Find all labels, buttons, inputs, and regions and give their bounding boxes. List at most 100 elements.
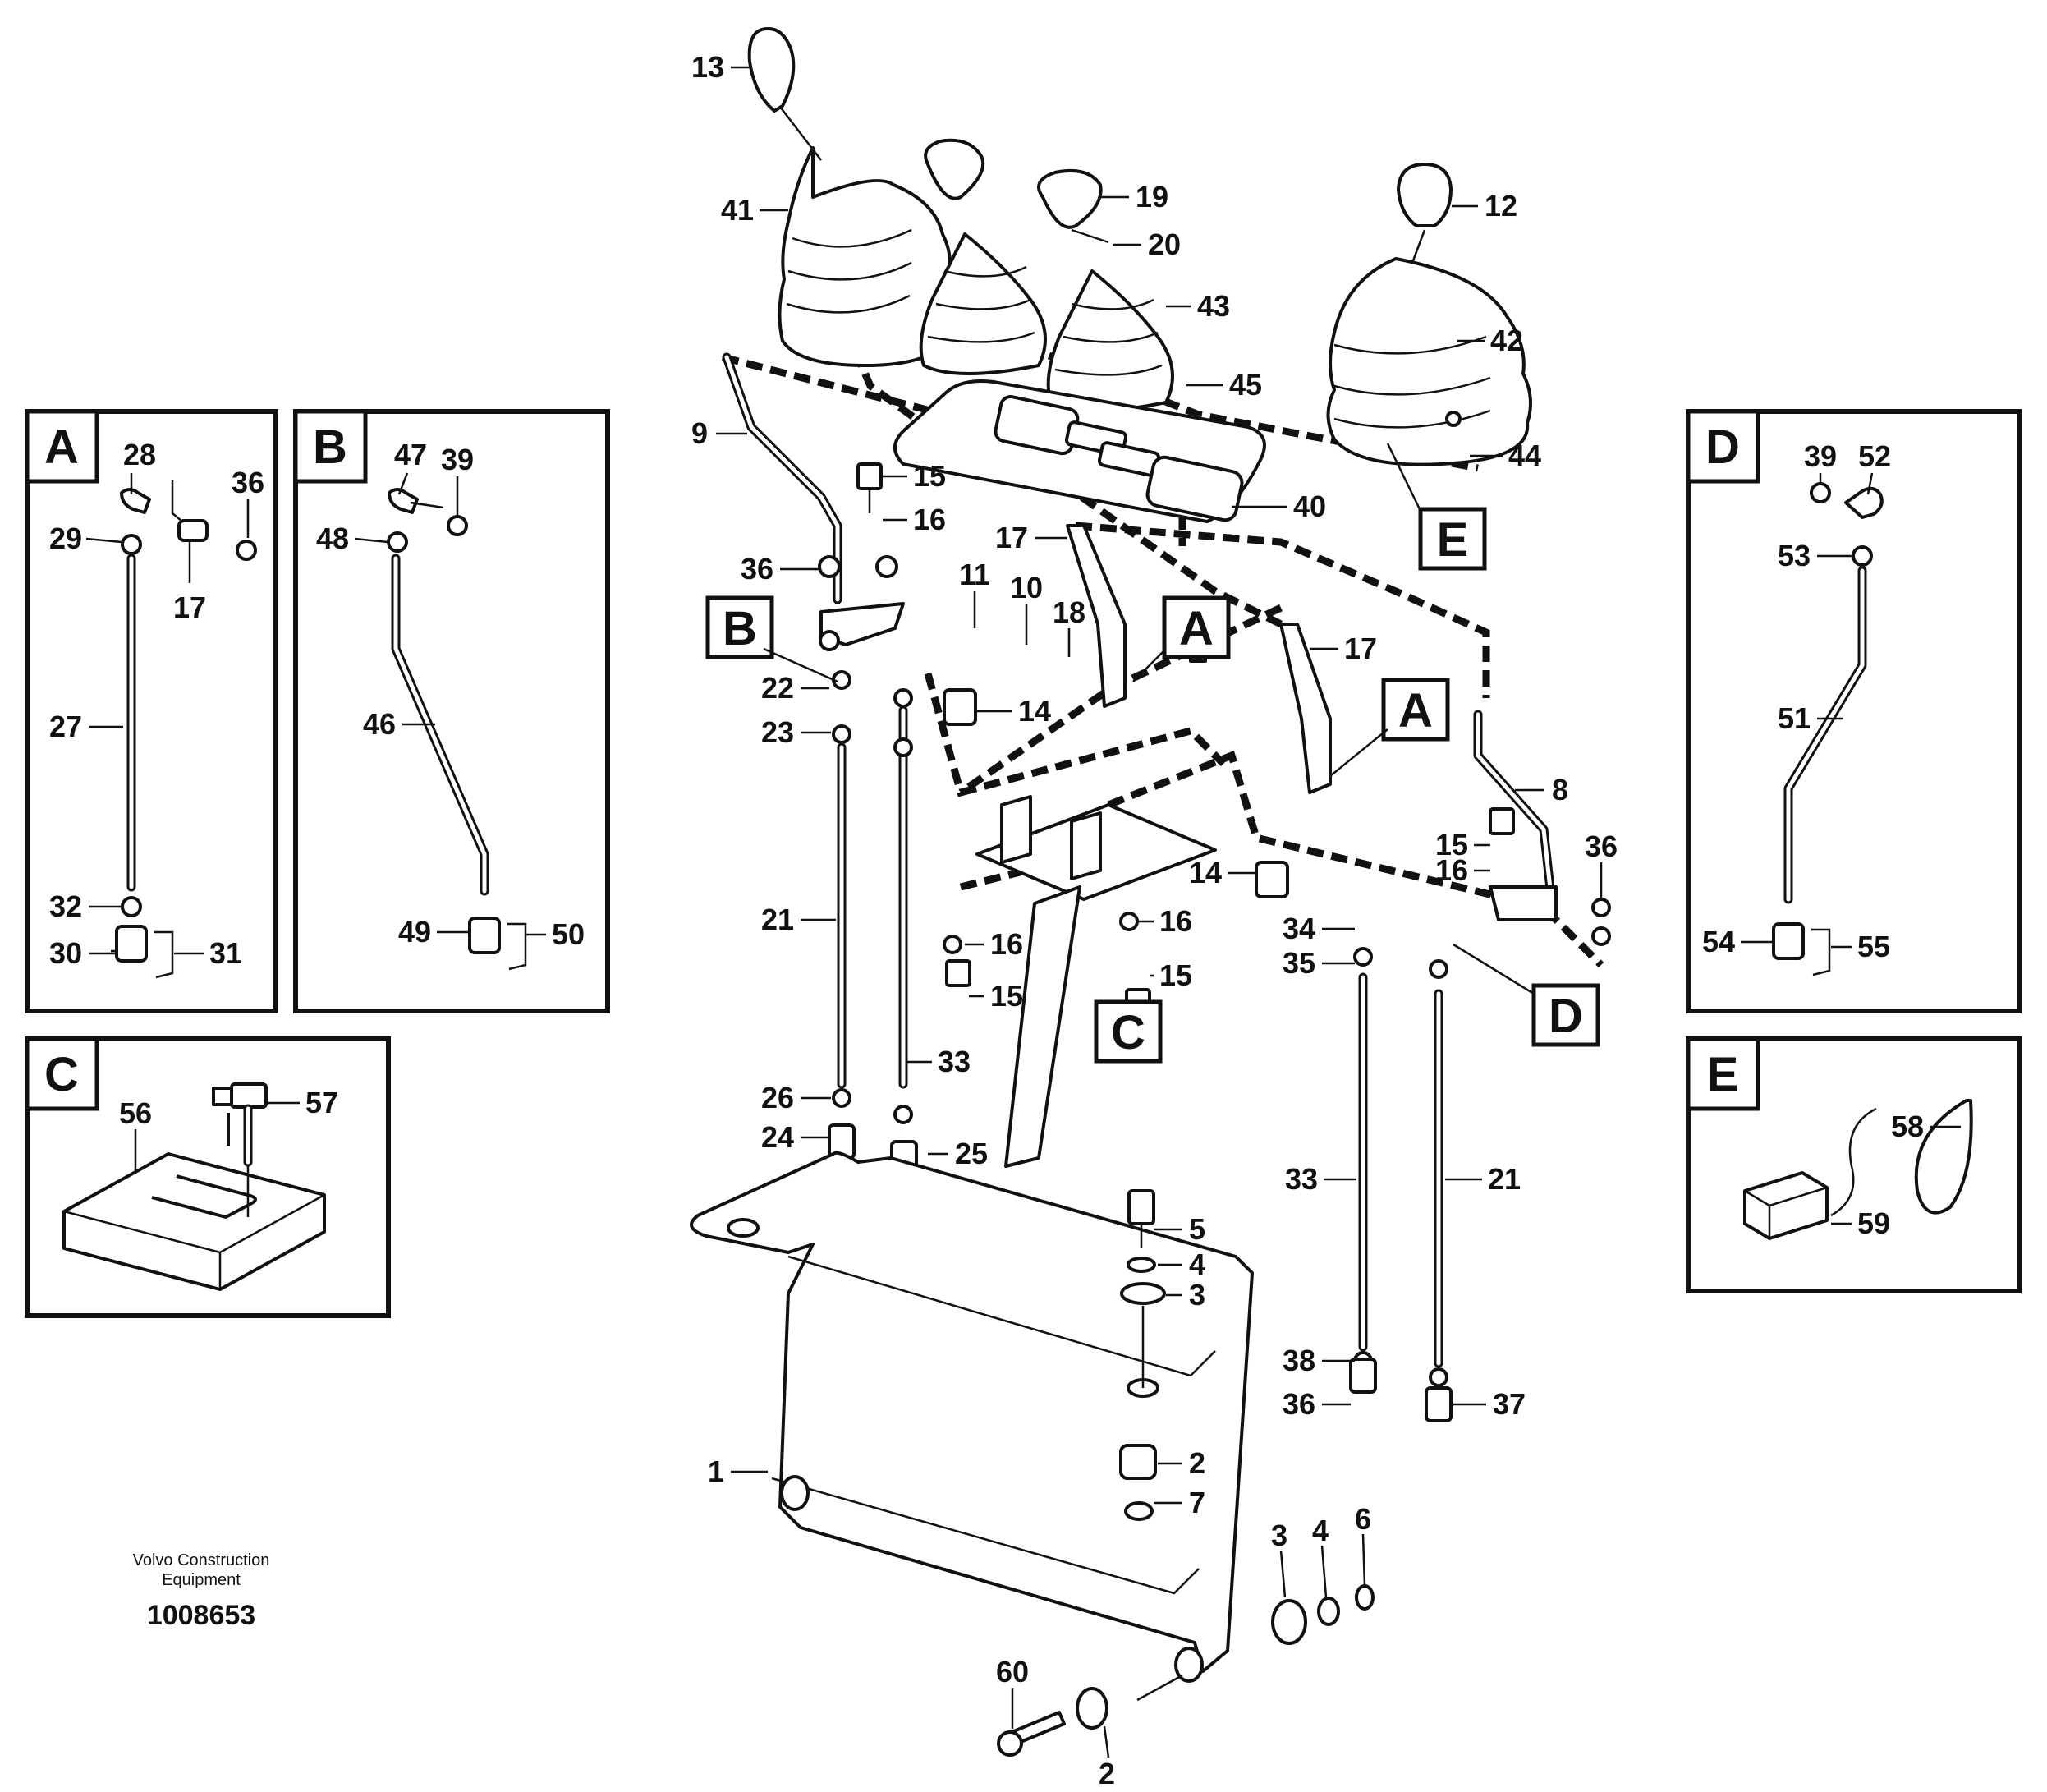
callout-20: 20: [1148, 227, 1181, 261]
inset-e: E: [1686, 1036, 2022, 1293]
ref-d-letter: D: [1549, 990, 1583, 1043]
label-d54: 54: [1702, 925, 1735, 958]
callout-36c: 36: [1283, 1387, 1315, 1421]
callout-2a: 2: [1189, 1446, 1205, 1480]
callout-21b: 21: [1488, 1162, 1521, 1196]
label-a28: 28: [123, 438, 156, 471]
knob-19: [1037, 168, 1109, 244]
label-b47: 47: [394, 438, 427, 471]
callout-36b: 36: [1585, 829, 1618, 863]
callout-44: 44: [1508, 439, 1541, 472]
callouts: 13 41 19 20 12 43 42 45 44 40 9 15 16 36…: [691, 50, 1618, 1790]
leader-b47: [397, 472, 409, 495]
cover-plate-40: [893, 379, 1266, 523]
ref-a2-letter: A: [1398, 684, 1433, 737]
label-a31: 31: [209, 936, 242, 970]
callout-24: 24: [761, 1120, 794, 1154]
callout-45: 45: [1229, 368, 1262, 402]
label-c57: 57: [305, 1086, 338, 1119]
label-d52: 52: [1858, 439, 1891, 473]
label-c56: 56: [119, 1096, 152, 1130]
lever-17-left: [1066, 524, 1127, 708]
callout-26: 26: [761, 1081, 794, 1114]
label-a17: 17: [173, 590, 206, 624]
ref-a1-letter: A: [1179, 602, 1214, 655]
label-b49: 49: [398, 915, 431, 949]
callout-4b: 4: [1312, 1514, 1329, 1547]
leader-b48: [354, 537, 388, 544]
callout-2b: 2: [1099, 1757, 1115, 1790]
callout-15b: 15: [1435, 828, 1468, 862]
ref-tag-d: D: [1453, 943, 1600, 1047]
callout-41: 41: [721, 193, 754, 227]
ref-tag-e: E: [1386, 443, 1487, 571]
callout-4a: 4: [1189, 1248, 1205, 1281]
callout-17b: 17: [1344, 632, 1377, 665]
ref-b-letter: B: [723, 602, 757, 655]
inset-d: D: [1686, 409, 2022, 1013]
callout-38: 38: [1283, 1344, 1315, 1377]
label-b48: 48: [316, 522, 349, 555]
callout-23: 23: [761, 715, 794, 749]
lever-9: [722, 352, 905, 651]
label-d55: 55: [1857, 930, 1890, 963]
callout-42: 42: [1490, 324, 1523, 357]
callout-8: 8: [1552, 773, 1568, 806]
boot-41: [778, 146, 956, 367]
rods-right: [1349, 947, 1453, 1422]
callout-19: 19: [1136, 180, 1168, 214]
label-e58: 58: [1891, 1110, 1924, 1143]
callout-21a: 21: [761, 903, 794, 936]
label-e59: 59: [1857, 1206, 1890, 1240]
callout-15c: 15: [990, 979, 1023, 1013]
base-plate-1: [690, 1151, 1254, 1683]
lever-8: [1473, 710, 1558, 921]
callout-14a: 14: [1018, 694, 1051, 728]
callout-34: 34: [1283, 912, 1315, 945]
callout-11: 11: [959, 558, 990, 591]
ref-tag-a2: A: [1329, 678, 1450, 777]
inset-b-letter: B: [313, 420, 347, 474]
leader-a29: [85, 537, 122, 544]
callout-10: 10: [1010, 571, 1043, 604]
ref-tag-a1: A: [1132, 595, 1231, 682]
callout-17a: 17: [995, 521, 1028, 554]
callout-15a: 15: [913, 459, 946, 493]
callout-16d: 16: [1159, 904, 1192, 938]
boot-42: [1326, 257, 1532, 466]
label-d39: 39: [1804, 439, 1837, 473]
inset-e-letter: E: [1707, 1048, 1739, 1101]
mount-hardware: [997, 1189, 1375, 1757]
callout-13: 13: [691, 50, 724, 84]
label-b46: 46: [363, 707, 396, 741]
label-b39: 39: [441, 443, 474, 476]
label-a30: 30: [49, 936, 82, 970]
callout-16a: 16: [913, 503, 946, 536]
callout-5: 5: [1189, 1212, 1205, 1246]
callout-15d: 15: [1159, 958, 1192, 992]
callout-12: 12: [1485, 189, 1517, 223]
label-a32: 32: [49, 889, 82, 923]
callout-22: 22: [761, 671, 794, 705]
leader-d52: [1866, 472, 1874, 495]
footer-line2: Equipment: [162, 1571, 241, 1589]
ref-c-letter: C: [1111, 1006, 1145, 1059]
callout-14b: 14: [1189, 856, 1222, 889]
label-a36: 36: [232, 466, 264, 499]
callout-36a: 36: [741, 552, 773, 586]
lever-17-right: [1279, 623, 1332, 794]
callout-33b: 33: [1285, 1162, 1318, 1196]
label-b50: 50: [552, 917, 585, 951]
label-d53: 53: [1778, 539, 1811, 572]
callout-37: 37: [1493, 1387, 1526, 1421]
callout-16b: 16: [1435, 853, 1468, 887]
inset-d-letter: D: [1705, 420, 1740, 474]
label-a27: 27: [49, 710, 82, 743]
knob-13: [747, 26, 822, 161]
callout-25: 25: [955, 1137, 988, 1170]
callout-60: 60: [996, 1655, 1029, 1689]
callout-16c: 16: [990, 927, 1023, 961]
inset-c: C: [25, 1036, 391, 1318]
callout-40: 40: [1293, 489, 1326, 523]
